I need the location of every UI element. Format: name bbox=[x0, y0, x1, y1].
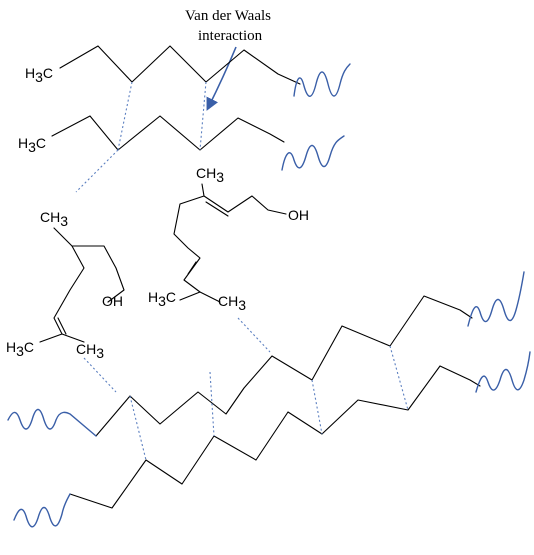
geraniol-h3c: H3C bbox=[148, 289, 176, 309]
geraniol-bonds-b bbox=[173, 195, 205, 293]
chain2-bonds bbox=[51, 115, 285, 151]
citronellol-oh: OH bbox=[102, 293, 123, 309]
chain1-wave bbox=[293, 63, 351, 97]
geraniol-double-bond-2 bbox=[187, 261, 197, 275]
citronellol-ch3-top: CH3 bbox=[40, 209, 68, 229]
vdw-line-9 bbox=[389, 345, 409, 411]
lower-chain-a-wave bbox=[467, 271, 525, 327]
annotation-line2: interaction bbox=[198, 28, 263, 44]
vdw-line-8 bbox=[311, 379, 323, 435]
citronellol-double-bond bbox=[57, 317, 67, 335]
vdw-line-3 bbox=[75, 149, 119, 193]
geraniol-bonds-a bbox=[201, 183, 287, 215]
citronellol-bonds-c bbox=[39, 333, 85, 343]
geraniol-ch3-bottom: CH3 bbox=[218, 293, 246, 313]
lower-chain-b-left-wave bbox=[13, 493, 71, 528]
lower-chain-a-left-wave bbox=[7, 408, 97, 437]
geraniol-oh: OH bbox=[288, 207, 309, 223]
geraniol-ch3-top: CH3 bbox=[196, 165, 224, 185]
citronellol-bonds-b bbox=[71, 245, 125, 303]
chain1-bonds bbox=[59, 45, 301, 85]
lower-chain-b-bonds bbox=[69, 365, 481, 509]
chain2-h3c-label: H3C bbox=[18, 135, 46, 155]
annotation-arrow bbox=[206, 46, 237, 111]
chain1-h3c-label: H3C bbox=[25, 65, 53, 85]
geraniol-bonds-c bbox=[179, 291, 221, 303]
vdw-line-5 bbox=[237, 317, 271, 353]
vdw-line-6 bbox=[129, 395, 147, 461]
citronellol-h3c: H3C bbox=[6, 339, 34, 359]
chain2-wave bbox=[281, 135, 345, 171]
annotation-line1: Van der Waals bbox=[185, 8, 271, 24]
citronellol-ch3-bottom: CH3 bbox=[76, 341, 104, 361]
citronellol-bonds-a bbox=[53, 227, 85, 335]
vdw-line-4 bbox=[83, 357, 117, 393]
lower-chain-b-wave bbox=[475, 351, 531, 393]
vdw-line-2 bbox=[199, 81, 207, 151]
geraniol-double-bond-1 bbox=[205, 201, 229, 217]
lower-chain-a-bonds bbox=[95, 295, 473, 437]
vdw-line-7 bbox=[209, 371, 215, 437]
